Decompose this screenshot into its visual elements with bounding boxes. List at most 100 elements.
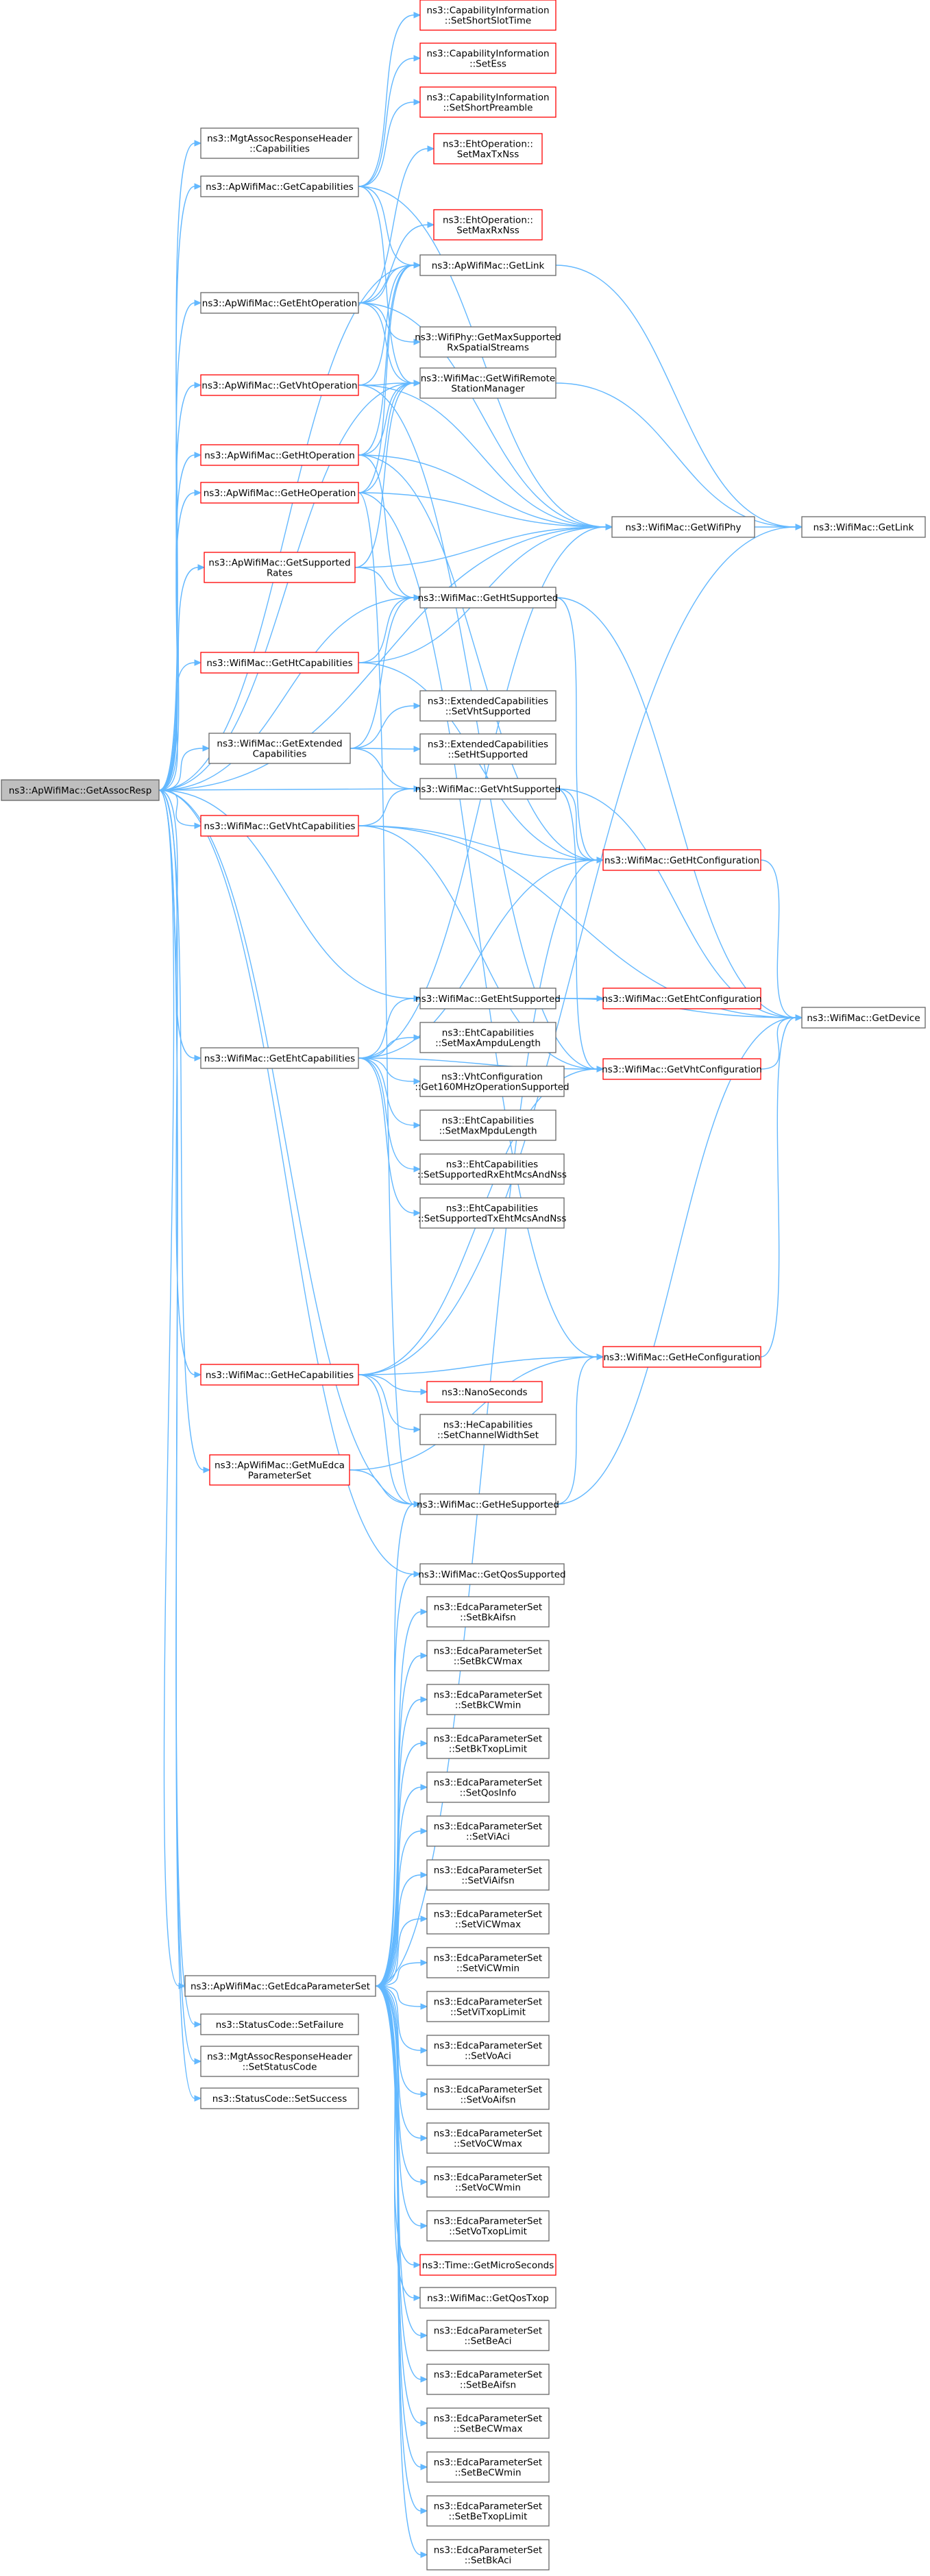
node-get-edca-parameter-set[interactable]: ns3::ApWifiMac::GetEdcaParameterSet: [184, 1975, 376, 1997]
node-get-he-supported[interactable]: ns3::WifiMac::GetHeSupported: [417, 1493, 559, 1515]
node-label: ParameterSet: [248, 1471, 311, 1482]
node-set-max-rx-nss[interactable]: ns3::EhtOperation::SetMaxRxNss: [433, 209, 543, 241]
node-get-qos-supported[interactable]: ns3::WifiMac::GetQosSupported: [418, 1563, 566, 1585]
node-get-vht-supported[interactable]: ns3::WifiMac::GetVhtSupported: [415, 778, 561, 800]
node-set-channel-width-set[interactable]: ns3::HeCapabilities::SetChannelWidthSet: [419, 1414, 556, 1445]
node-set-vi-aci[interactable]: ns3::EdcaParameterSet::SetViAci: [426, 1815, 550, 1847]
node-get-ht-configuration[interactable]: ns3::WifiMac::GetHtConfiguration: [602, 849, 761, 871]
node-set-vi-aifsn[interactable]: ns3::EdcaParameterSet::SetViAifsn: [426, 1859, 550, 1891]
node-box: [433, 133, 543, 164]
node-mgt-caps[interactable]: ns3::MgtAssocResponseHeader::Capabilitie…: [200, 127, 359, 159]
arrowhead: [420, 2222, 428, 2229]
node-label: ns3::MgtAssocResponseHeader: [207, 134, 352, 145]
node-set-vi-c-wmin[interactable]: ns3::EdcaParameterSet::SetViCWmin: [426, 1947, 550, 1978]
node-set-vo-c-wmax[interactable]: ns3::EdcaParameterSet::SetVoCWmax: [426, 2122, 550, 2154]
arrowhead: [413, 1166, 421, 1173]
node-set-failure[interactable]: ns3::StatusCode::SetFailure: [200, 2013, 359, 2035]
call-edge: [358, 384, 607, 528]
node-set-supported-rx[interactable]: ns3::EhtCapabilities::SetSupportedRxEhtM…: [417, 1153, 567, 1185]
node-set-be-aci[interactable]: ns3::EdcaParameterSet::SetBeAci: [426, 2320, 550, 2351]
arrowhead: [202, 745, 210, 752]
node-box: [426, 1815, 550, 1847]
node-set-supported-tx[interactable]: ns3::EhtCapabilities::SetSupportedTxEhtM…: [418, 1197, 567, 1229]
node-set-qos-info[interactable]: ns3::EdcaParameterSet::SetQosInfo: [426, 1771, 550, 1803]
node-set-vht-supported[interactable]: ns3::ExtendedCapabilities::SetVhtSupport…: [419, 690, 556, 722]
node-set-be-c-wmax[interactable]: ns3::EdcaParameterSet::SetBeCWmax: [426, 2407, 550, 2439]
node-set-vo-txop-limit[interactable]: ns3::EdcaParameterSet::SetVoTxopLimit: [426, 2210, 550, 2242]
call-edge: [158, 788, 415, 791]
node-get-he-operation[interactable]: ns3::ApWifiMac::GetHeOperation: [200, 482, 359, 504]
node-box: [200, 2046, 359, 2077]
node-set-max-tx-nss[interactable]: ns3::EhtOperation::SetMaxTxNss: [433, 133, 543, 164]
node-set-ht-supported[interactable]: ns3::ExtendedCapabilities::SetHtSupporte…: [419, 733, 556, 765]
node-get-ht-capabilities[interactable]: ns3::WifiMac::GetHtCapabilities: [200, 652, 359, 674]
node-set-short-preamble[interactable]: ns3::CapabilityInformation::SetShortPrea…: [419, 86, 556, 118]
node-get-ht-supported[interactable]: ns3::WifiMac::GetHtSupported: [418, 587, 559, 609]
node-set-vo-c-wmin[interactable]: ns3::EdcaParameterSet::SetVoCWmin: [426, 2166, 550, 2198]
node-set-short-slot-time[interactable]: ns3::CapabilityInformation::SetShortSlot…: [419, 0, 556, 31]
node-get-eht-capabilities[interactable]: ns3::WifiMac::GetEhtCapabilities: [200, 1047, 359, 1069]
node-box: [419, 86, 556, 118]
node-box: [200, 374, 359, 396]
node-get-he-capabilities[interactable]: ns3::WifiMac::GetHeCapabilities: [200, 1364, 359, 1386]
node-box: [426, 2495, 550, 2527]
node-set-bk-aci[interactable]: ns3::EdcaParameterSet::SetBkAci: [426, 2539, 550, 2571]
node-box: [611, 516, 755, 538]
node-get-micro-seconds[interactable]: ns3::Time::GetMicroSeconds: [419, 2254, 556, 2276]
node-get-vht-capabilities[interactable]: ns3::WifiMac::GetVhtCapabilities: [200, 815, 359, 837]
node-set-be-c-wmin[interactable]: ns3::EdcaParameterSet::SetBeCWmin: [426, 2451, 550, 2483]
node-set-success[interactable]: ns3::StatusCode::SetSuccess: [200, 2087, 359, 2109]
node-box: [602, 1058, 761, 1080]
node-get-ht-operation[interactable]: ns3::ApWifiMac::GetHtOperation: [200, 444, 359, 466]
node-box: [200, 482, 359, 504]
node-set-bk-aifsn[interactable]: ns3::EdcaParameterSet::SetBkAifsn: [426, 1596, 550, 1628]
node-label: ns3::ApWifiMac::GetCapabilities: [206, 182, 354, 193]
node-get-wifi-phy[interactable]: ns3::WifiMac::GetWifiPhy: [611, 516, 755, 538]
node-get-qos-txop[interactable]: ns3::WifiMac::GetQosTxop: [419, 2287, 556, 2309]
node-set-be-aifsn[interactable]: ns3::EdcaParameterSet::SetBeAifsn: [426, 2364, 550, 2395]
node-nano-seconds[interactable]: ns3::NanoSeconds: [426, 1381, 543, 1403]
node-label: ns3::WifiMac::GetVhtSupported: [415, 784, 561, 795]
node-get-vht-operation[interactable]: ns3::ApWifiMac::GetVhtOperation: [200, 374, 359, 396]
node-set-vi-txop-limit[interactable]: ns3::EdcaParameterSet::SetViTxopLimit: [426, 1991, 550, 2022]
node-set-vo-aci[interactable]: ns3::EdcaParameterSet::SetVoAci: [426, 2035, 550, 2066]
call-edge: [358, 788, 415, 826]
node-set-bk-c-wmax[interactable]: ns3::EdcaParameterSet::SetBkCWmax: [426, 1640, 550, 1671]
arrowhead: [413, 702, 421, 709]
node-set-ess[interactable]: ns3::CapabilityInformation::SetEss: [419, 42, 556, 74]
node-get-device[interactable]: ns3::WifiMac::GetDevice: [801, 1007, 926, 1029]
call-edge: [375, 1985, 421, 2555]
node-get-max-supported[interactable]: ns3::WifiPhy::GetMaxSupportedRxSpatialSt…: [415, 326, 561, 358]
node-set-max-ampdu-length[interactable]: ns3::EhtCapabilities::SetMaxAmpduLength: [419, 1022, 556, 1053]
node-set-max-mpdu-length[interactable]: ns3::EhtCapabilities::SetMaxMpduLength: [419, 1109, 556, 1141]
node-ap-get-link[interactable]: ns3::ApWifiMac::GetLink: [419, 254, 556, 276]
node-mac-get-link[interactable]: ns3::WifiMac::GetLink: [801, 516, 926, 538]
root-node-get-assoc-resp[interactable]: ns3::ApWifiMac::GetAssocResp: [1, 779, 160, 801]
node-get-eht-operation[interactable]: ns3::ApWifiMac::GetEhtOperation: [200, 292, 359, 314]
node-box: [426, 2320, 550, 2351]
node-get-he-configuration[interactable]: ns3::WifiMac::GetHeConfiguration: [602, 1346, 761, 1368]
arrowhead: [194, 659, 202, 666]
node-box: [419, 42, 556, 74]
node-set-be-txop-limit[interactable]: ns3::EdcaParameterSet::SetBeTxopLimit: [426, 2495, 550, 2527]
node-get-wifi-remote[interactable]: ns3::WifiMac::GetWifiRemoteStationManage…: [419, 367, 556, 399]
node-box: [200, 2013, 359, 2035]
node-get160-m-hz[interactable]: ns3::VhtConfiguration::Get160MHzOperatio…: [415, 1066, 570, 1097]
node-label: RxSpatialStreams: [447, 343, 529, 354]
node-get-eht-configuration[interactable]: ns3::WifiMac::GetEhtConfiguration: [602, 988, 762, 1009]
node-set-vi-c-wmax[interactable]: ns3::EdcaParameterSet::SetViCWmax: [426, 1903, 550, 1935]
call-edge: [358, 384, 598, 1070]
call-edge: [358, 265, 415, 304]
node-set-vo-aifsn[interactable]: ns3::EdcaParameterSet::SetVoAifsn: [426, 2078, 550, 2110]
node-set-bk-txop-limit[interactable]: ns3::EdcaParameterSet::SetBkTxopLimit: [426, 1728, 550, 1759]
node-get-capabilities[interactable]: ns3::ApWifiMac::GetCapabilities: [200, 175, 359, 197]
node-get-eht-supported[interactable]: ns3::WifiMac::GetEhtSupported: [415, 988, 561, 1009]
node-box: [426, 2451, 550, 2483]
node-mgt-set-status-code[interactable]: ns3::MgtAssocResponseHeader::SetStatusCo…: [200, 2046, 359, 2077]
node-get-vht-configuration[interactable]: ns3::WifiMac::GetVhtConfiguration: [602, 1058, 762, 1080]
node-set-bk-c-wmin[interactable]: ns3::EdcaParameterSet::SetBkCWmin: [426, 1684, 550, 1715]
